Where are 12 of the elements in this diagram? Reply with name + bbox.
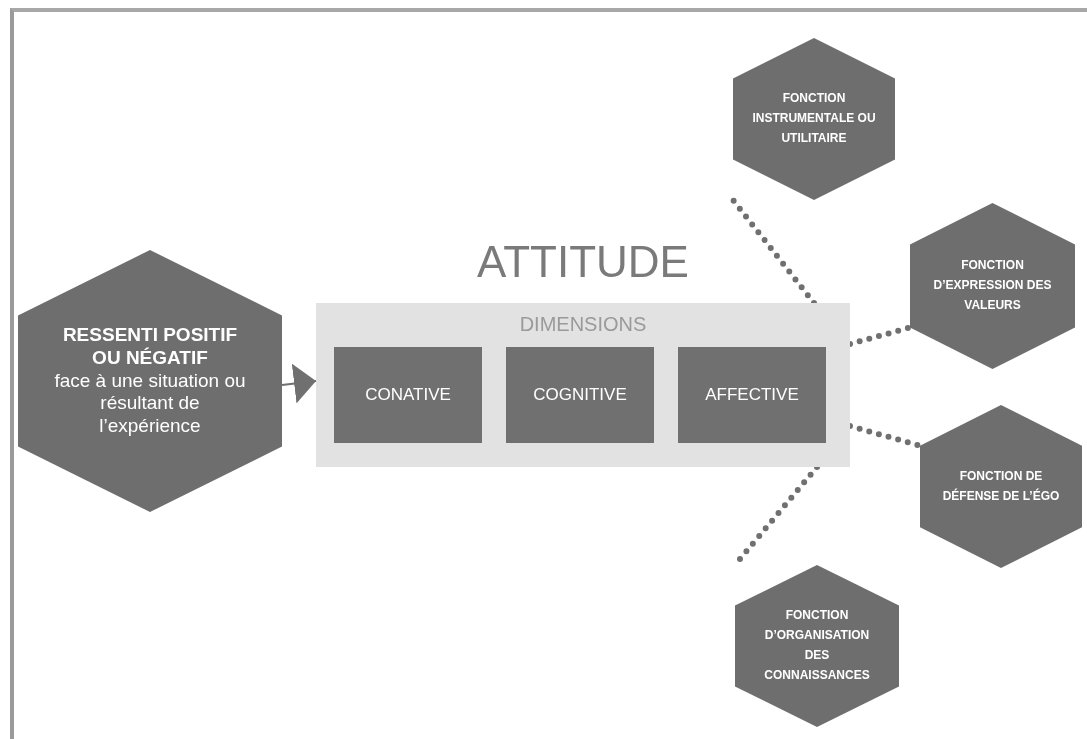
dimension-box: AFFECTIVE (678, 347, 826, 443)
diagram-heading: ATTITUDE (477, 237, 689, 287)
hexagon-text: FONCTION D’EXPRESSION DES VALEURS (932, 257, 1053, 314)
hexagon-text: FONCTION DE DÉFENSE DE L’ÉGO (941, 467, 1061, 505)
arrow (281, 363, 317, 404)
dimension-box: COGNITIVE (506, 347, 654, 443)
panel-heading: DIMENSIONS (519, 313, 647, 336)
hexagon-text: FONCTION INSTRUMENTALE OU UTILITAIRE (752, 90, 876, 147)
hexagon-text: face à une situation ou résultant de l’expérience (53, 369, 247, 438)
hexagon-text: FONCTION D’ORGANISATION DES CONNAISSANCES (763, 607, 871, 684)
dotted-connector (730, 197, 817, 306)
dimension-box: CONATIVE (334, 347, 482, 443)
